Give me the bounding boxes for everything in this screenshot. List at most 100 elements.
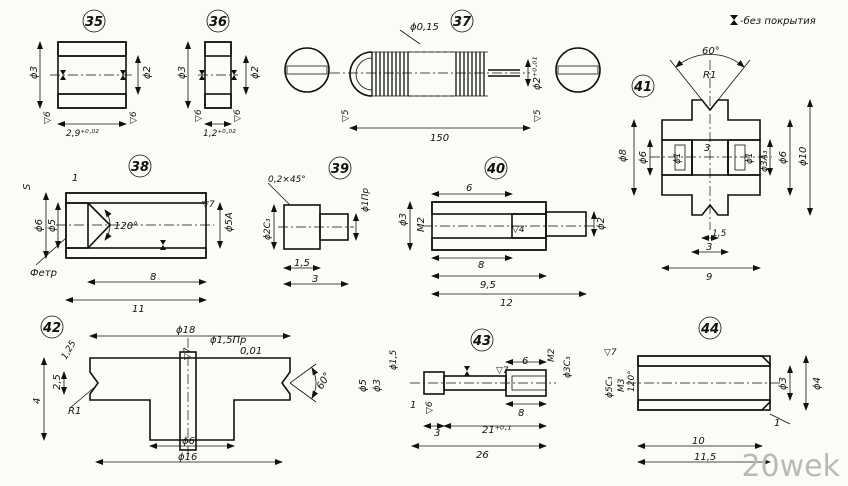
p36-dia-inner: ϕ2 [250, 66, 261, 79]
p38-dia-3: ϕ5A [224, 212, 235, 232]
p42-dia-1: ϕ18 [176, 325, 195, 336]
p36-rough-2: ▽6 [233, 109, 243, 122]
p44-len-2: 10 [692, 436, 705, 447]
p38-rough: ▽7 [202, 200, 215, 210]
p35-rough-1: ▽6 [43, 111, 53, 124]
part-40-number: 40 [486, 162, 505, 177]
p37-length: 150 [430, 133, 449, 144]
no-coating-icon [730, 15, 738, 25]
p38-angle: 120° [114, 221, 138, 232]
p37-rough-2: ▽5 [533, 109, 543, 122]
p39-chamfer: 0,2×45° [268, 175, 306, 185]
p41-dia-6: ϕ6 [778, 151, 789, 164]
p40-len-3: 12 [500, 298, 513, 309]
p37-dia: ϕ2⁺⁰·⁰¹ [532, 57, 543, 90]
p39-dia-1: ϕ2C₃ [263, 218, 273, 240]
p43-len-5: 26 [476, 450, 489, 461]
p35-length: 2,9⁺⁰·⁰² [66, 129, 99, 139]
part-35-number: 35 [85, 15, 103, 30]
svg-text:S: S [22, 183, 33, 190]
p43-rough-1: ▽7 [496, 366, 509, 376]
p39-dia-2: ϕ1Пр [361, 188, 371, 212]
p41-dia-2: ϕ6 [638, 151, 649, 164]
p43-len-4: 21⁺⁰·¹ [482, 425, 511, 436]
p42-radius: R1 [68, 406, 81, 417]
p36-length: 1,2⁺⁰·⁰² [203, 129, 236, 139]
p44-dia-1: ϕ5C₃ [605, 376, 615, 398]
p42-dia-3: ϕ6 [182, 436, 195, 447]
part-42: 42 ϕ18 ϕ1,5Пр 0,01 ▽7 1,25 2,5 4 R1 60° … [32, 315, 333, 465]
part-43: 43 ϕ5 ϕ3 ϕ1,5 6 M2 ϕ3C₃ ▽7 ▽6 1 8 3 21⁺⁰… [358, 328, 573, 461]
p41-gap: 3 [704, 143, 710, 154]
p41-dia-1: ϕ8 [618, 149, 629, 162]
part-42-number: 42 [42, 321, 61, 336]
part-41: 41 60° R1 ϕ8 ϕ6 ϕ1 3 ϕ1 ϕ3A₃ ϕ6 ϕ10 1,5 … [618, 46, 813, 283]
p38-len-1: 8 [150, 272, 156, 283]
legend: -без покрытия [730, 15, 816, 27]
p44-angle: 120° [627, 370, 637, 392]
p42-h-2: 2,5 [52, 374, 63, 390]
p43-rough-2: ▽6 [425, 401, 435, 414]
part-39: 39 0,2×45° ϕ2C₃ ϕ1Пр 1,5 3 [263, 156, 371, 287]
p35-dia-inner: ϕ2 [142, 66, 153, 79]
p39-len-1: 1,5 [294, 258, 310, 269]
p44-dia-2: ϕ3 [778, 377, 789, 390]
p43-dia-3: ϕ1,5 [389, 349, 399, 370]
p41-dia-3: ϕ1 [673, 152, 683, 164]
p35-dia-outer: ϕ3 [29, 66, 40, 79]
p38-len-2: 11 [132, 304, 145, 315]
p42-rough: ▽7 [183, 347, 193, 360]
p40-rough: ▽4 [512, 225, 525, 235]
legend-text: -без покрытия [740, 15, 816, 27]
p41-width-3: 9 [706, 272, 712, 283]
p42-h-3: 4 [32, 398, 43, 404]
part-38-number: 38 [131, 160, 149, 175]
p43-len-1: 1 [410, 400, 416, 411]
part-36: 36 ϕ3 ϕ2 1,2⁺⁰·⁰² ▽6 ▽6 [177, 9, 261, 139]
p41-angle: 60° [702, 46, 720, 57]
p42-dia-4: ϕ16 [178, 452, 197, 463]
p35-rough-2: ▽6 [129, 111, 139, 124]
p41-radius: R1 [703, 70, 716, 81]
p43-dia-1: ϕ5 [358, 379, 369, 392]
p44-thread: M3 [617, 378, 627, 392]
part-38: 38 120° 1 S ϕ6 ϕ5 ϕ5A ▽7 Фетр 8 11 [22, 154, 235, 315]
p40-dia-2: ϕ2 [596, 217, 607, 230]
p43-len-2: 8 [518, 408, 524, 419]
part-44-number: 44 [700, 322, 719, 337]
p40-len-0: 6 [466, 183, 472, 194]
p41-width-1: 1,5 [712, 229, 727, 239]
part-44: 44 ▽7 ϕ5C₃ M3 120° ϕ3 ϕ4 1 10 11,5 [604, 316, 823, 465]
part-37: 37 ϕ0,15 150 ▽5 ▽5 [284, 9, 601, 144]
part-41-number: 41 [633, 80, 652, 95]
p42-angle: 60° [315, 371, 333, 392]
p38-material: Фетр [30, 268, 57, 279]
watermark: 20wek [741, 449, 840, 484]
p43-thread: M2 [547, 348, 557, 362]
p44-len-1: 1 [774, 418, 780, 429]
p41-dia-7: ϕ10 [798, 147, 809, 166]
p38-chamfer: 1 [72, 173, 78, 184]
p42-dia-2: ϕ1,5Пр [210, 335, 246, 346]
p43-dia-2: ϕ3 [372, 379, 383, 392]
p43-len-0: 6 [522, 356, 528, 367]
p40-thread: M2 [416, 217, 427, 232]
p36-rough-1: ▽6 [194, 109, 204, 122]
p39-len-2: 3 [312, 274, 318, 285]
part-40: 40 6 ϕ3 M2 ▽4 ϕ2 8 9,5 12 [398, 156, 607, 309]
part-37-number: 37 [453, 15, 472, 30]
p41-dia-5: ϕ3A₃ [760, 150, 770, 172]
p38-dia-2: ϕ5 [47, 219, 58, 232]
p41-width-2: 3 [706, 242, 712, 253]
p38-dia-1: ϕ6 [34, 219, 45, 232]
p40-len-2: 9,5 [480, 280, 496, 291]
p44-dia-3: ϕ4 [812, 377, 823, 390]
p42-h-1: 1,25 [60, 339, 79, 362]
p41-dia-4: ϕ1 [745, 152, 755, 164]
p40-len-1: 8 [478, 260, 484, 271]
p37-wire-dia: ϕ0,15 [410, 22, 439, 33]
part-39-number: 39 [331, 162, 349, 177]
p40-dia-1: ϕ3 [398, 213, 409, 226]
